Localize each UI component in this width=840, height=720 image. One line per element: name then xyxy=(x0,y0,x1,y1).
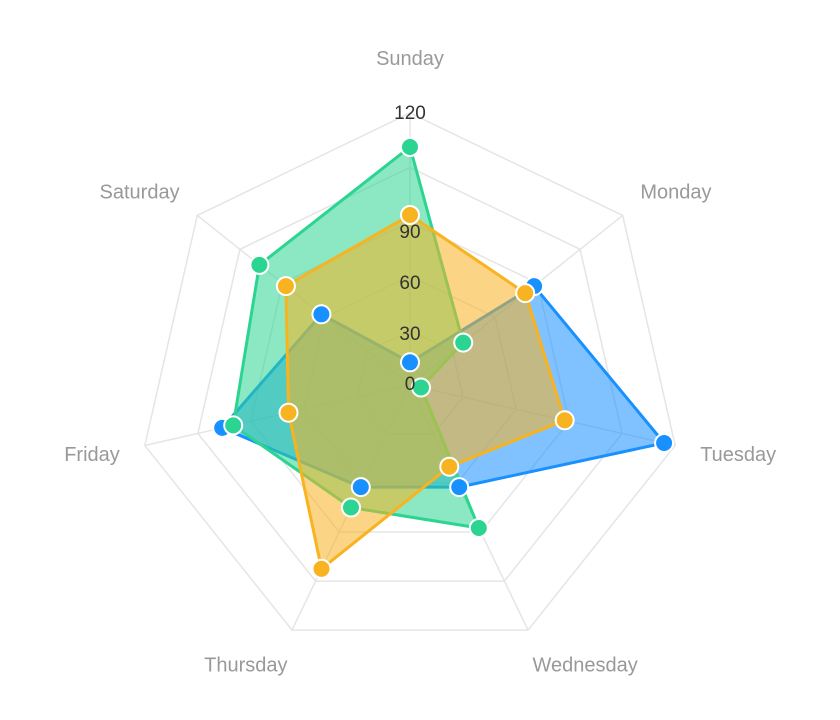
tick-label-90: 90 xyxy=(399,222,420,243)
grid-ring-5 xyxy=(143,112,677,631)
axis-label-sunday: Sunday xyxy=(376,48,444,70)
tick-label-0: 0 xyxy=(405,374,416,395)
series-1-point-saturday[interactable] xyxy=(311,304,332,325)
series-2-point-thursday[interactable] xyxy=(341,497,361,518)
radar-series-layer xyxy=(220,145,666,571)
axis-label-saturday: Saturday xyxy=(100,182,180,204)
axis-label-friday: Friday xyxy=(64,444,120,466)
series-1-point-sunday[interactable] xyxy=(400,352,420,373)
series-3-point-friday[interactable] xyxy=(278,402,299,423)
series-1-point-wednesday[interactable] xyxy=(449,477,470,498)
axis-label-thursday: Thursday xyxy=(204,654,287,676)
series-3-point-thursday[interactable] xyxy=(311,558,332,579)
series-3-point-saturday[interactable] xyxy=(275,276,296,297)
series-2-point-saturday[interactable] xyxy=(249,254,270,275)
radar-tick-labels: 0 30 60 90 120 xyxy=(394,103,426,395)
axis-label-wednesday: Wednesday xyxy=(533,654,638,676)
series-3-point-sunday[interactable] xyxy=(400,205,420,225)
series-1-point-tuesday[interactable] xyxy=(654,433,675,453)
series-3-point-monday[interactable] xyxy=(515,283,536,304)
tick-label-30: 30 xyxy=(399,324,420,345)
series-2-point-monday[interactable] xyxy=(453,332,474,353)
series-1-point-thursday[interactable] xyxy=(350,477,371,498)
series-3-point-wednesday[interactable] xyxy=(439,456,460,477)
radar-points-layer xyxy=(212,137,675,579)
series-2-point-friday[interactable] xyxy=(223,415,244,436)
grid-ring-4 xyxy=(197,166,623,582)
series-2-point-tuesday[interactable] xyxy=(411,377,431,398)
series-2-point-sunday[interactable] xyxy=(400,137,420,157)
tick-label-60: 60 xyxy=(399,273,420,294)
axis-label-monday: Monday xyxy=(640,182,711,204)
series-3-point-tuesday[interactable] xyxy=(554,410,575,431)
axis-label-tuesday: Tuesday xyxy=(700,444,776,466)
series-2-point-wednesday[interactable] xyxy=(468,518,489,538)
tick-label-120: 120 xyxy=(394,103,426,124)
